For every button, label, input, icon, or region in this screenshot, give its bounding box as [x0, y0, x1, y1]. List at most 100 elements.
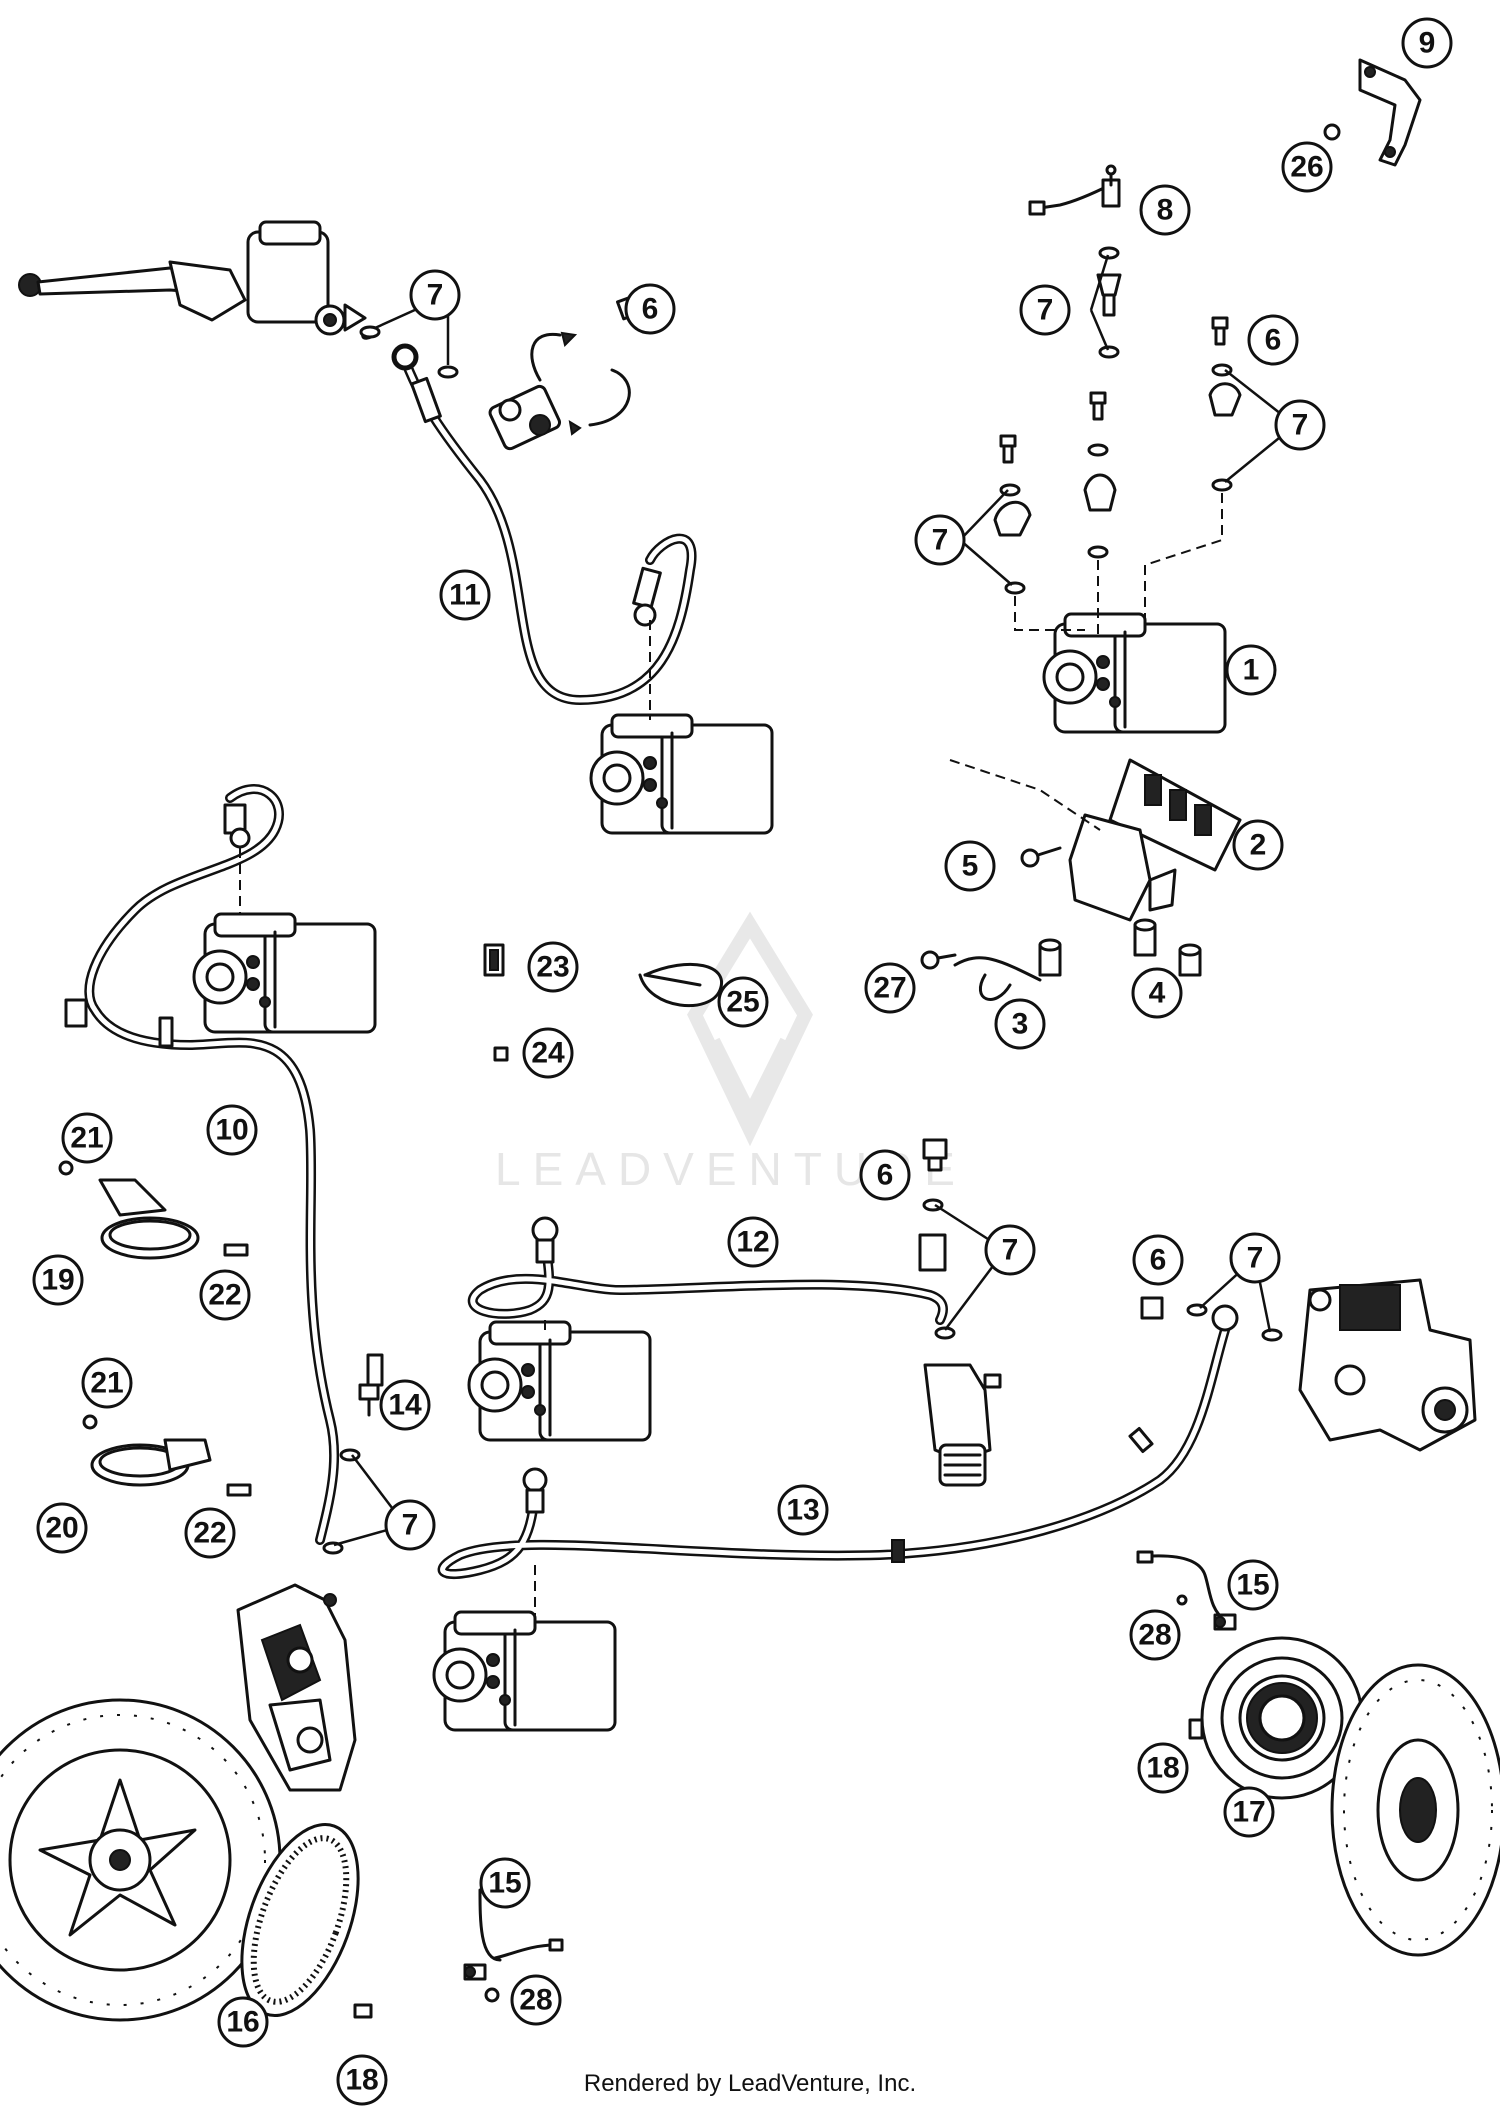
callout-12: 12: [727, 1216, 779, 1268]
banjo-fitting: [393, 345, 417, 369]
callout-7-abs-left: 7: [914, 514, 966, 566]
callout-15-rear: 15: [1227, 1559, 1279, 1611]
rear-brake-hose-13: [432, 1304, 1239, 1732]
pressure-switch-rotation-detail: [488, 293, 649, 451]
svg-text:18: 18: [1146, 1752, 1179, 1785]
svg-text:5: 5: [962, 850, 979, 883]
callout-9: 9: [1401, 17, 1453, 69]
rear-master-cylinder: [918, 1138, 1002, 1487]
rear-brake-hose-12: [467, 1216, 948, 1442]
abs-hydraulic-unit-ref-11: [589, 713, 774, 835]
callout-19: 19: [32, 1254, 84, 1306]
front-brake-hose-10: [64, 784, 377, 1545]
callout-27: 27: [864, 962, 916, 1014]
callout-6-pressure-switch: 6: [624, 283, 676, 335]
svg-text:12: 12: [736, 1226, 769, 1259]
hose-clamp-19: [58, 1160, 249, 1260]
callout-20: 20: [36, 1502, 88, 1554]
callout-28-front: 28: [510, 1974, 562, 2026]
svg-text:21: 21: [90, 1367, 123, 1400]
svg-text:7: 7: [932, 524, 949, 557]
sealing-washer: [437, 365, 459, 379]
callout-18-front: 18: [336, 2054, 388, 2106]
callout-7-abs-right: 7: [1274, 399, 1326, 451]
svg-text:11: 11: [449, 579, 481, 612]
svg-text:6: 6: [1265, 324, 1282, 357]
svg-text:15: 15: [1236, 1569, 1269, 1602]
svg-text:9: 9: [1419, 27, 1436, 60]
svg-text:24: 24: [531, 1037, 565, 1070]
callout-13: 13: [777, 1484, 829, 1536]
svg-text:7: 7: [1037, 294, 1054, 327]
callout-23: 23: [527, 941, 579, 993]
callout-10: 10: [206, 1104, 258, 1156]
svg-text:2: 2: [1250, 829, 1267, 862]
svg-text:28: 28: [1138, 1619, 1171, 1652]
svg-text:14: 14: [388, 1389, 422, 1422]
callout-5: 5: [944, 840, 996, 892]
wheel-speed-sensor-15-rear: [1136, 1550, 1237, 1631]
callout-8: 8: [1139, 184, 1191, 236]
svg-text:21: 21: [70, 1122, 103, 1155]
callout-2: 2: [1232, 819, 1284, 871]
callout-4: 4: [1131, 967, 1183, 1019]
wheel-speed-sensor-15-front: [463, 1888, 564, 2003]
svg-text:23: 23: [536, 951, 569, 984]
svg-text:22: 22: [208, 1279, 241, 1312]
callout-6-rear-caliper: 6: [1132, 1234, 1184, 1286]
callout-21-lower: 21: [81, 1357, 133, 1409]
svg-text:1: 1: [1243, 654, 1260, 687]
svg-text:10: 10: [215, 1114, 248, 1147]
callout-21-upper: 21: [61, 1112, 113, 1164]
svg-text:18: 18: [345, 2064, 378, 2097]
svg-text:7: 7: [402, 1509, 419, 1542]
svg-text:6: 6: [877, 1159, 894, 1192]
callout-22-upper: 22: [199, 1269, 251, 1321]
callout-1: 1: [1225, 644, 1277, 696]
pressure-sensor-14: [322, 1353, 384, 1555]
svg-text:6: 6: [1150, 1244, 1167, 1277]
screw-18-front: [353, 2003, 373, 2019]
svg-text:7: 7: [1002, 1234, 1019, 1267]
callout-28-rear: 28: [1129, 1609, 1181, 1661]
callout-7-rear-caliper: 7: [1229, 1232, 1281, 1284]
abs-unit-detail: [920, 164, 1242, 1001]
bracket-9: [1323, 58, 1422, 167]
svg-text:20: 20: [45, 1512, 78, 1545]
svg-text:19: 19: [41, 1264, 74, 1297]
clip-23: [483, 943, 505, 977]
callout-22-lower: 22: [184, 1507, 236, 1559]
front-brake-hose-11: [361, 326, 697, 705]
svg-text:13: 13: [786, 1494, 819, 1527]
abs-sensor-ring-17: [1200, 1636, 1364, 1800]
callout-11: 11: [439, 569, 491, 621]
callout-15-front: 15: [479, 1857, 531, 1909]
callout-18-rear: 18: [1137, 1742, 1189, 1794]
svg-text:3: 3: [1012, 1008, 1029, 1041]
front-master-cylinder-assembly: [18, 220, 367, 336]
callout-7-abs-top: 7: [1019, 284, 1071, 336]
callout-6-abs-top: 6: [1247, 314, 1299, 366]
svg-text:27: 27: [873, 972, 906, 1005]
front-brake-disc: [0, 1698, 282, 2022]
svg-text:28: 28: [519, 1984, 552, 2017]
footer-credit: Rendered by LeadVenture, Inc.: [583, 2070, 917, 2097]
callout-26: 26: [1281, 141, 1333, 193]
svg-text:7: 7: [1247, 1242, 1264, 1275]
callout-6-rear-master: 6: [859, 1149, 911, 1201]
hose-clamp-20: [82, 1414, 252, 1497]
svg-text:17: 17: [1232, 1796, 1265, 1829]
nut-24: [493, 1046, 509, 1062]
svg-text:8: 8: [1157, 194, 1174, 227]
rear-brake-caliper: [1140, 1278, 1477, 1452]
callout-7-front-caliper: 7: [384, 1499, 436, 1551]
callout-7-rear-master: 7: [984, 1224, 1036, 1276]
svg-text:22: 22: [193, 1517, 226, 1550]
callout-7-master-cylinder: 7: [409, 269, 461, 321]
svg-text:25: 25: [726, 986, 759, 1019]
front-brake-caliper: [236, 1583, 357, 1792]
callout-24: 24: [522, 1027, 574, 1079]
svg-text:6: 6: [642, 293, 659, 326]
svg-text:7: 7: [1292, 409, 1309, 442]
